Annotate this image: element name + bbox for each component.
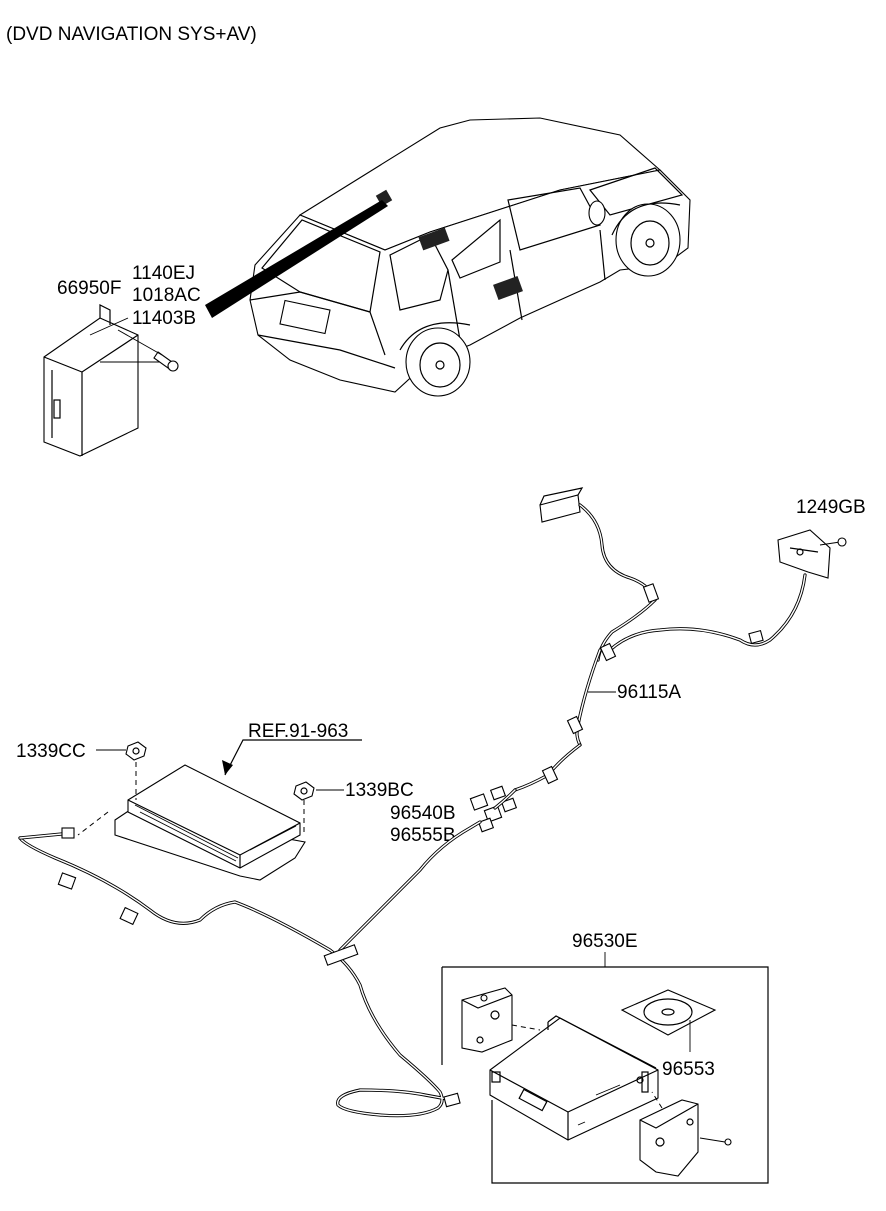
antenna-harness xyxy=(469,487,847,833)
module-66950F xyxy=(43,304,179,457)
label-1140EJ: 1140EJ xyxy=(132,263,195,284)
label-1339BC: 1339BC xyxy=(345,780,414,801)
label-96530E: 96530E xyxy=(572,931,638,952)
label-96553: 96553 xyxy=(662,1059,715,1080)
label-1249GB: 1249GB xyxy=(796,497,866,518)
label-11403B: 11403B xyxy=(132,308,196,329)
label-1339CC: 1339CC xyxy=(16,741,86,762)
label-96555B: 96555B xyxy=(390,825,456,846)
vehicle-illustration xyxy=(205,117,691,397)
label-96540B: 96540B xyxy=(390,803,456,824)
label-1018AC: 1018AC xyxy=(132,285,201,306)
floor-harness xyxy=(18,820,482,1118)
label-66950F: 66950F xyxy=(57,278,121,299)
label-96115A: 96115A xyxy=(617,682,681,703)
label-REF-91-963: REF.91-963 xyxy=(248,721,348,742)
dvd-unit-box xyxy=(441,966,769,1184)
diagram-title: (DVD NAVIGATION SYS+AV) xyxy=(6,24,257,45)
amplifier-assembly xyxy=(77,739,362,881)
